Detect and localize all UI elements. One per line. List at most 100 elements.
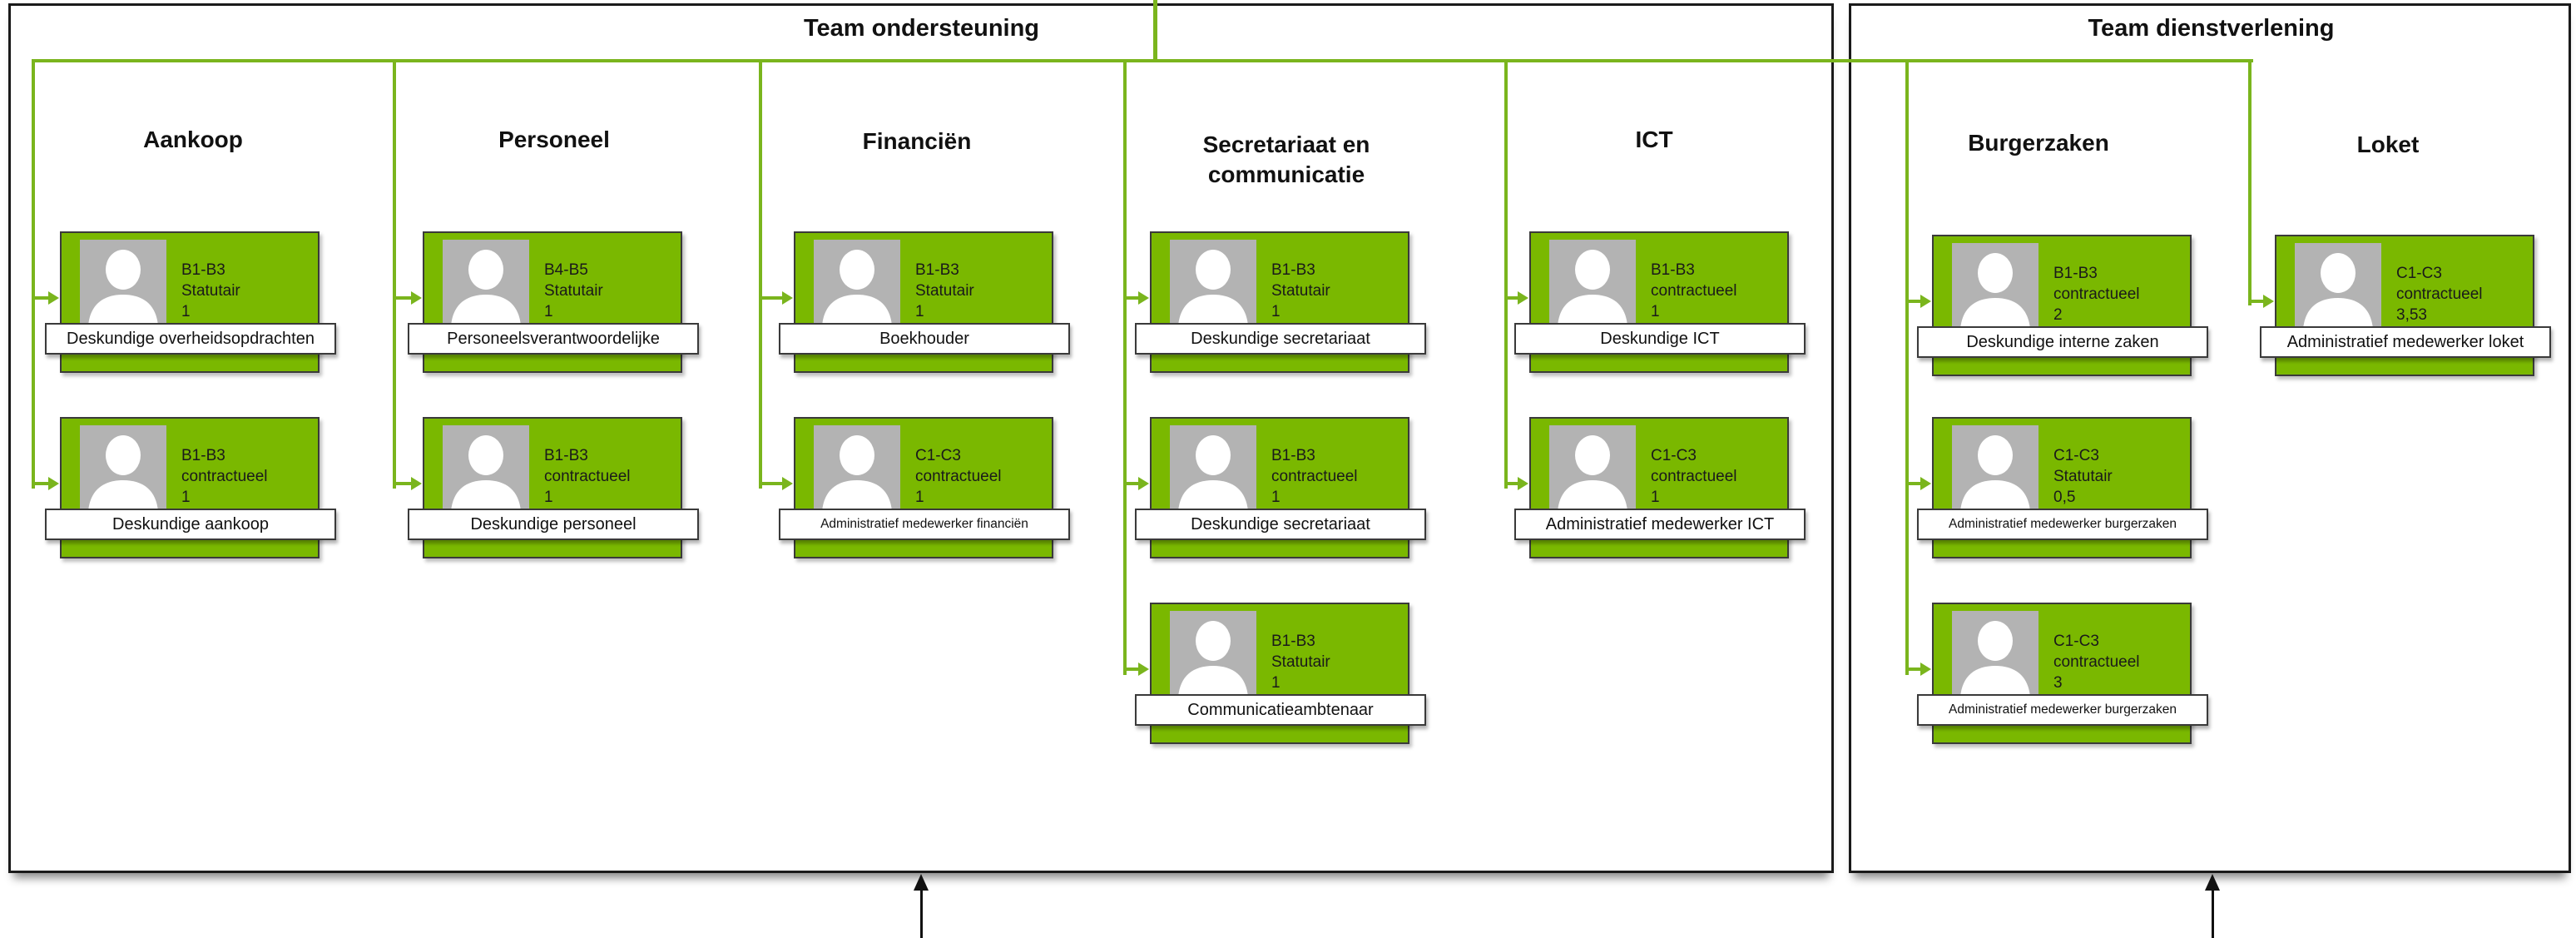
position-fte: 1 xyxy=(915,489,924,506)
position-fte: 1 xyxy=(181,489,191,506)
position-status: Statutair xyxy=(1271,282,1330,300)
position-fte: 1 xyxy=(544,489,553,506)
dept-title-burgerzaken: Burgerzaken xyxy=(1968,130,2109,156)
position-title: Administratief medewerker loket xyxy=(2260,326,2551,358)
position-title: Deskundige aankoop xyxy=(45,509,336,540)
connector-branch xyxy=(1905,668,1922,671)
person-silhouette-icon xyxy=(443,425,529,512)
connector-branch xyxy=(759,482,784,485)
position-grade: C1-C3 xyxy=(2053,447,2099,464)
connector-aankoop xyxy=(32,59,35,489)
position-title: Personeelsverantwoordelijke xyxy=(408,323,699,355)
connector-branch xyxy=(1905,300,1922,303)
arrow-right-icon xyxy=(1138,291,1149,305)
dept-title-financien: Financiën xyxy=(862,128,972,154)
position-status: contractueel xyxy=(1651,468,1737,485)
connector-branch xyxy=(393,482,413,485)
arrow-right-icon xyxy=(782,477,793,490)
external-arrow-line-dienstverlening xyxy=(2212,889,2214,938)
position-title: Administratief medewerker burgerzaken xyxy=(1917,509,2208,540)
dept-title-secretariaat: Secretariaat en communicatie xyxy=(1202,132,1370,187)
connector-branch xyxy=(2248,300,2265,303)
arrow-up-icon xyxy=(914,874,929,891)
arrow-up-icon xyxy=(2205,874,2220,891)
position-status: contractueel xyxy=(181,468,268,485)
person-silhouette-icon xyxy=(2295,243,2381,330)
arrow-right-icon xyxy=(1518,477,1528,490)
connector-financien xyxy=(759,59,762,489)
position-status: contractueel xyxy=(2053,285,2140,303)
person-silhouette-icon xyxy=(1952,611,2039,697)
person-silhouette-icon xyxy=(1952,243,2039,330)
team-title-dienstverlening: Team dienstverlening xyxy=(2088,15,2335,42)
position-fte: 1 xyxy=(1651,303,1660,320)
position-grade: B1-B3 xyxy=(181,261,225,279)
position-grade: B1-B3 xyxy=(1271,261,1315,279)
connector-branch xyxy=(32,296,50,300)
position-fte: 1 xyxy=(1271,489,1281,506)
external-arrow-line-ondersteuning xyxy=(920,889,923,938)
arrow-right-icon xyxy=(2263,295,2274,308)
position-title: Deskundige ICT xyxy=(1514,323,1806,355)
arrow-right-icon xyxy=(1920,295,1931,308)
position-status: contractueel xyxy=(2396,285,2483,303)
position-fte: 1 xyxy=(544,303,553,320)
connector-branch xyxy=(1504,482,1519,485)
position-fte: 1 xyxy=(1271,303,1281,320)
arrow-right-icon xyxy=(48,477,59,490)
connector-branch xyxy=(1123,668,1140,671)
position-grade: C1-C3 xyxy=(915,447,961,464)
position-fte: 2 xyxy=(2053,306,2063,324)
position-grade: C1-C3 xyxy=(2396,265,2442,282)
position-title: Boekhouder xyxy=(779,323,1070,355)
position-title: Administratief medewerker ICT xyxy=(1514,509,1806,540)
position-fte: 1 xyxy=(915,303,924,320)
position-grade: B1-B3 xyxy=(544,447,588,464)
arrow-right-icon xyxy=(1138,663,1149,676)
connector-main-horizontal xyxy=(32,59,2253,62)
dept-title-loket: Loket xyxy=(2356,132,2420,157)
position-status: Statutair xyxy=(544,282,603,300)
position-status: contractueel xyxy=(1651,282,1737,300)
position-fte: 1 xyxy=(1651,489,1660,506)
arrow-right-icon xyxy=(1138,477,1149,490)
position-grade: B1-B3 xyxy=(915,261,959,279)
arrow-right-icon xyxy=(1920,663,1931,676)
person-silhouette-icon xyxy=(814,240,900,326)
person-silhouette-icon xyxy=(443,240,529,326)
position-status: Statutair xyxy=(2053,468,2113,485)
position-status: Statutair xyxy=(915,282,974,300)
connector-personeel xyxy=(393,59,396,489)
position-fte: 3,53 xyxy=(2396,306,2427,324)
dept-title-personeel: Personeel xyxy=(498,127,610,152)
arrow-right-icon xyxy=(782,291,793,305)
team-title-ondersteuning: Team ondersteuning xyxy=(803,15,1040,42)
person-silhouette-icon xyxy=(1170,611,1256,697)
position-grade: B1-B3 xyxy=(2053,265,2098,282)
arrow-right-icon xyxy=(48,291,59,305)
arrow-right-icon xyxy=(1920,477,1931,490)
position-fte: 0,5 xyxy=(2053,489,2076,506)
